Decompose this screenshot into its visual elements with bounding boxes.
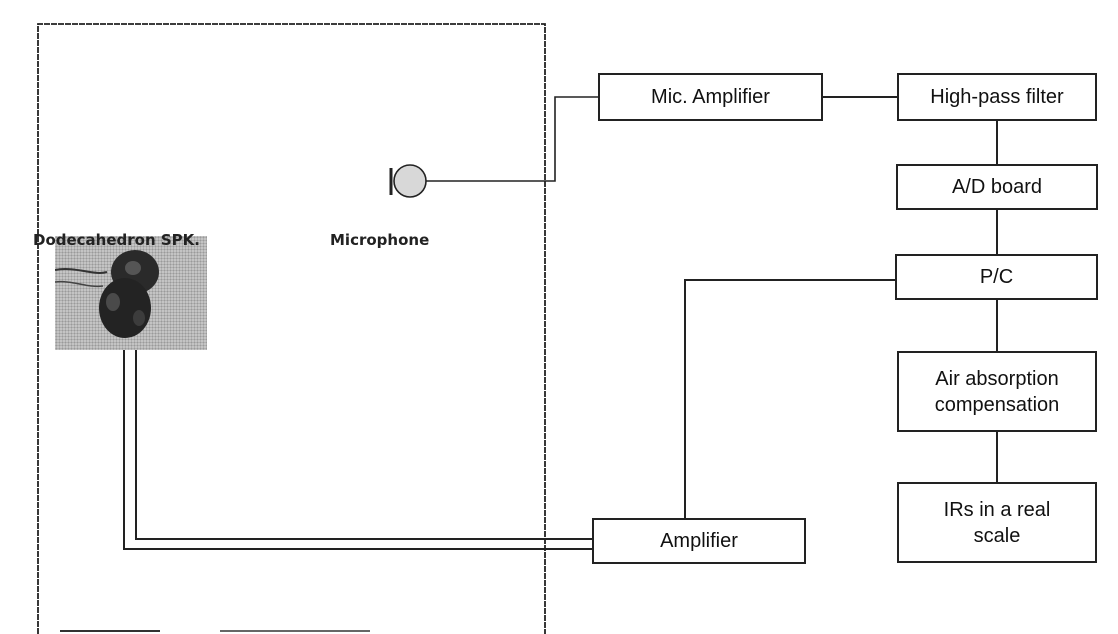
microphone-icon (394, 165, 426, 197)
microphone-label: Microphone (330, 231, 429, 249)
pc-block: P/C (895, 254, 1098, 300)
irs-real-scale-block: IRs in a real scale (897, 482, 1097, 563)
air-absorption-block: Air absorption compensation (897, 351, 1097, 432)
mic-cable (426, 97, 598, 181)
high-pass-filter-block: High-pass filter (897, 73, 1097, 121)
speaker-photo (55, 236, 207, 350)
mic-amplifier-block: Mic. Amplifier (598, 73, 823, 121)
air-absorption-label: Air absorption compensation (935, 366, 1060, 418)
amplifier-block: Amplifier (592, 518, 806, 564)
connector-pc-amplifier (685, 280, 895, 518)
mic-amplifier-label: Mic. Amplifier (651, 84, 770, 110)
speaker-cable-outer (124, 348, 592, 549)
irs-real-scale-label: IRs in a real scale (944, 497, 1051, 549)
speaker-cable-inner (136, 348, 592, 539)
ad-board-label: A/D board (952, 174, 1042, 200)
dodecahedron-speaker-icon (55, 236, 207, 350)
amplifier-label: Amplifier (660, 528, 738, 554)
ad-board-block: A/D board (896, 164, 1098, 210)
high-pass-filter-label: High-pass filter (930, 84, 1063, 110)
pc-label: P/C (980, 264, 1013, 290)
speaker-label: Dodecahedron SPK. (33, 231, 200, 249)
